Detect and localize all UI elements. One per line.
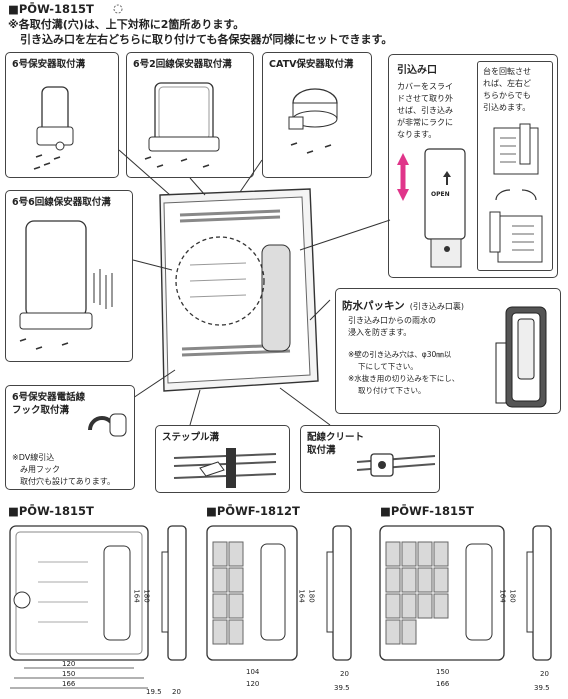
model-3-height-180: 180 bbox=[508, 589, 517, 603]
phone-hook-title-1: 6号保安器電話線 bbox=[12, 392, 86, 403]
model-title: ■PŌW-1815T bbox=[8, 2, 94, 16]
model-1-height-180: 180 bbox=[142, 589, 151, 603]
model-1-width-166: 166 bbox=[62, 680, 76, 688]
panel-6-6line-protector: 6号6回線保安器取付溝 bbox=[5, 190, 133, 362]
panel-6-protector-label: 6号保安器取付溝 bbox=[12, 59, 86, 70]
cleat-label-1: 配線クリート bbox=[307, 432, 365, 443]
rotate-subpanel: 台を回転させ れば、左右ど ちらからでも 引込めます。 bbox=[477, 61, 553, 271]
hikikomi-text-3: せば、引き込み bbox=[397, 106, 453, 115]
open-label: OPEN bbox=[431, 191, 450, 198]
model-3-side-20: 20 bbox=[540, 670, 549, 678]
panel-6-protector: 6号保安器取付溝 bbox=[5, 52, 119, 178]
panel-phone-hook: 6号保安器電話線 フック取付溝 ※DV線引込 み用フック 取付穴も設けてあります… bbox=[5, 385, 135, 490]
model-1-height-164: 164 bbox=[132, 589, 141, 603]
staple-label: ステップル溝 bbox=[162, 432, 220, 443]
dv-note-3: 取付穴も設けてあります。 bbox=[20, 477, 115, 486]
model-2-width-104: 104 bbox=[246, 668, 260, 676]
panel-staple-groove: ステップル溝 bbox=[155, 425, 290, 493]
protector-6-2line-illustration bbox=[144, 82, 220, 168]
catv-protector-illustration bbox=[288, 88, 338, 154]
model-2-side-view bbox=[326, 525, 352, 661]
dv-note-1: ※DV線引込 bbox=[12, 453, 55, 462]
packing-text-4: 下にして下さい。 bbox=[358, 362, 418, 371]
rotate-text-1: 台を回転させ bbox=[483, 67, 531, 76]
rotate-illustration bbox=[489, 123, 543, 263]
model-3-title: ■PŌWF-1815T bbox=[380, 504, 474, 518]
hikikomi-text-4: が非常にラクに bbox=[397, 118, 453, 127]
rotate-text-4: 引込めます。 bbox=[483, 103, 531, 112]
hikikomi-text-1: カバーをスライ bbox=[397, 82, 453, 91]
packing-title-main: 防水パッキン bbox=[342, 300, 405, 312]
note-line-2: 引き込み口を左右どちらに取り付けても各保安器が同様にセットできます。 bbox=[20, 33, 393, 46]
packing-title: 防水パッキン (引き込み口裏) bbox=[342, 294, 464, 313]
model-3-width-150: 150 bbox=[436, 668, 450, 676]
model-2-front-view bbox=[206, 525, 298, 661]
packing-title-sub: (引き込み口裏) bbox=[409, 302, 465, 311]
hikikomi-text-5: なります。 bbox=[397, 130, 437, 139]
staple-illustration bbox=[173, 448, 277, 488]
panel-catv-protector: CATV保安器取付溝 bbox=[262, 52, 372, 178]
model-1-width-120: 120 bbox=[62, 660, 76, 668]
dv-note-2: み用フック bbox=[20, 465, 60, 474]
model-3-side-39-5: 39.5 bbox=[534, 684, 550, 692]
rotate-text-3: ちらからでも bbox=[483, 91, 531, 100]
packing-text-1: 引き込み口からの雨水の bbox=[348, 316, 436, 325]
model-3-width-166: 166 bbox=[436, 680, 450, 688]
model-1-side-view bbox=[161, 525, 187, 661]
model-1-width-150: 150 bbox=[62, 670, 76, 678]
panel-wiring-cleat: 配線クリート 取付溝 bbox=[300, 425, 440, 493]
note-line-1: ※各取付溝(穴)は、上下対称に2箇所あります。 bbox=[8, 18, 245, 31]
protector-6-6line-illustration bbox=[19, 220, 113, 350]
phone-hook-title-2: フック取付溝 bbox=[12, 405, 70, 416]
panel-catv-label: CATV保安器取付溝 bbox=[269, 59, 354, 70]
model-2-width-120: 120 bbox=[246, 680, 260, 688]
rotate-text-2: れば、左右ど bbox=[483, 79, 531, 88]
slide-cover-illustration bbox=[397, 148, 466, 268]
model-2-height-180: 180 bbox=[307, 589, 316, 603]
model-1-side-19-5: 19.5 bbox=[146, 688, 162, 696]
model-1-title: ■PŌW-1815T bbox=[8, 504, 94, 518]
protector-6-illustration bbox=[33, 86, 74, 170]
model-2-side-20: 20 bbox=[340, 670, 349, 678]
packing-text-2: 浸入を防ぎます。 bbox=[348, 328, 412, 337]
model-3-height-164: 164 bbox=[498, 589, 507, 603]
model-title-circle-icon bbox=[113, 4, 123, 14]
hikikomi-title: 引込み口 bbox=[397, 65, 437, 76]
cleat-illustration bbox=[356, 453, 436, 477]
model-2-title: ■PŌWF-1812T bbox=[206, 504, 300, 518]
model-1-front-view bbox=[9, 525, 149, 689]
model-3-side-view bbox=[526, 525, 552, 661]
panel-6-2line-protector: 6号2回線保安器取付溝 bbox=[126, 52, 254, 178]
packing-text-5: ※水抜き用の切り込みを下にし、 bbox=[348, 374, 460, 383]
panel-6-2line-label: 6号2回線保安器取付溝 bbox=[133, 59, 232, 70]
model-1-side-20: 20 bbox=[172, 688, 181, 696]
packing-illustration bbox=[495, 306, 547, 408]
phone-hook-illustration bbox=[88, 413, 127, 437]
packing-text-3: ※壁の引き込み穴は、φ30㎜以 bbox=[348, 350, 452, 359]
model-2-side-39-5: 39.5 bbox=[334, 684, 350, 692]
panel-waterproof-packing: 防水パッキン (引き込み口裏) 引き込み口からの雨水の 浸入を防ぎます。 ※壁の… bbox=[335, 288, 561, 414]
panel-6-6line-label: 6号6回線保安器取付溝 bbox=[12, 197, 111, 208]
model-2-height-164: 164 bbox=[297, 589, 306, 603]
main-box-illustration bbox=[159, 188, 319, 392]
cleat-label-2: 取付溝 bbox=[307, 445, 336, 456]
packing-text-6: 取り付けて下さい。 bbox=[358, 386, 426, 395]
hikikomi-text-2: ドさせて取り外 bbox=[397, 94, 453, 103]
panel-hikikomi: 引込み口 カバーをスライ ドさせて取り外 せば、引き込み が非常にラクに なりま… bbox=[388, 54, 558, 278]
model-3-front-view bbox=[379, 525, 505, 661]
